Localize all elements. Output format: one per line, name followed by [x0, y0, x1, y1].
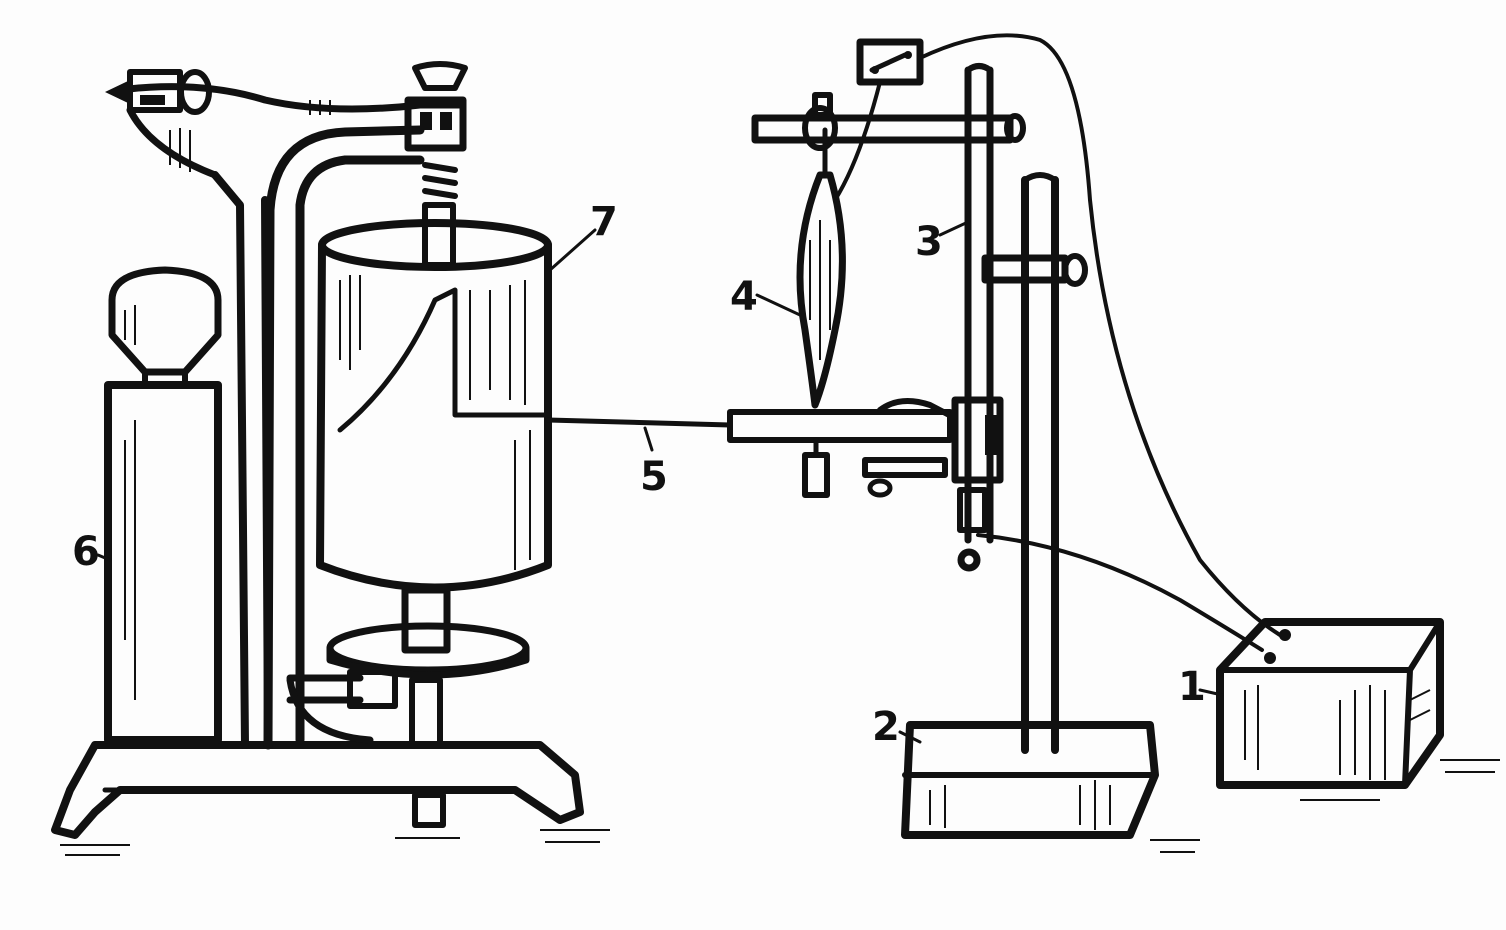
- base-hatching: [60, 829, 610, 856]
- drum-screw: [404, 61, 468, 268]
- label-stand-base: 2: [872, 704, 900, 750]
- kymograph-frame: [51, 61, 610, 856]
- label-muscle: 4: [730, 274, 758, 320]
- label-lever: 5: [640, 454, 668, 500]
- top-clamp: [105, 69, 212, 115]
- writing-lever: [545, 398, 958, 498]
- callout-labels: 1 2 3 4 5 6 7: [72, 199, 1224, 750]
- laboratory-stand: [751, 63, 1200, 853]
- frog-muscle: [796, 127, 846, 409]
- kymograph-drum: [316, 219, 552, 592]
- label-motor: 6: [72, 529, 100, 575]
- clockwork-motor: [104, 266, 222, 744]
- switch-and-wires: [833, 33, 1282, 652]
- label-stand-rod: 3: [915, 219, 943, 265]
- battery-box: [1216, 618, 1500, 801]
- drum-hatching: [319, 275, 531, 570]
- label-battery: 1: [1178, 664, 1206, 710]
- label-drum: 7: [590, 199, 618, 245]
- drum-spindle: [286, 586, 530, 748]
